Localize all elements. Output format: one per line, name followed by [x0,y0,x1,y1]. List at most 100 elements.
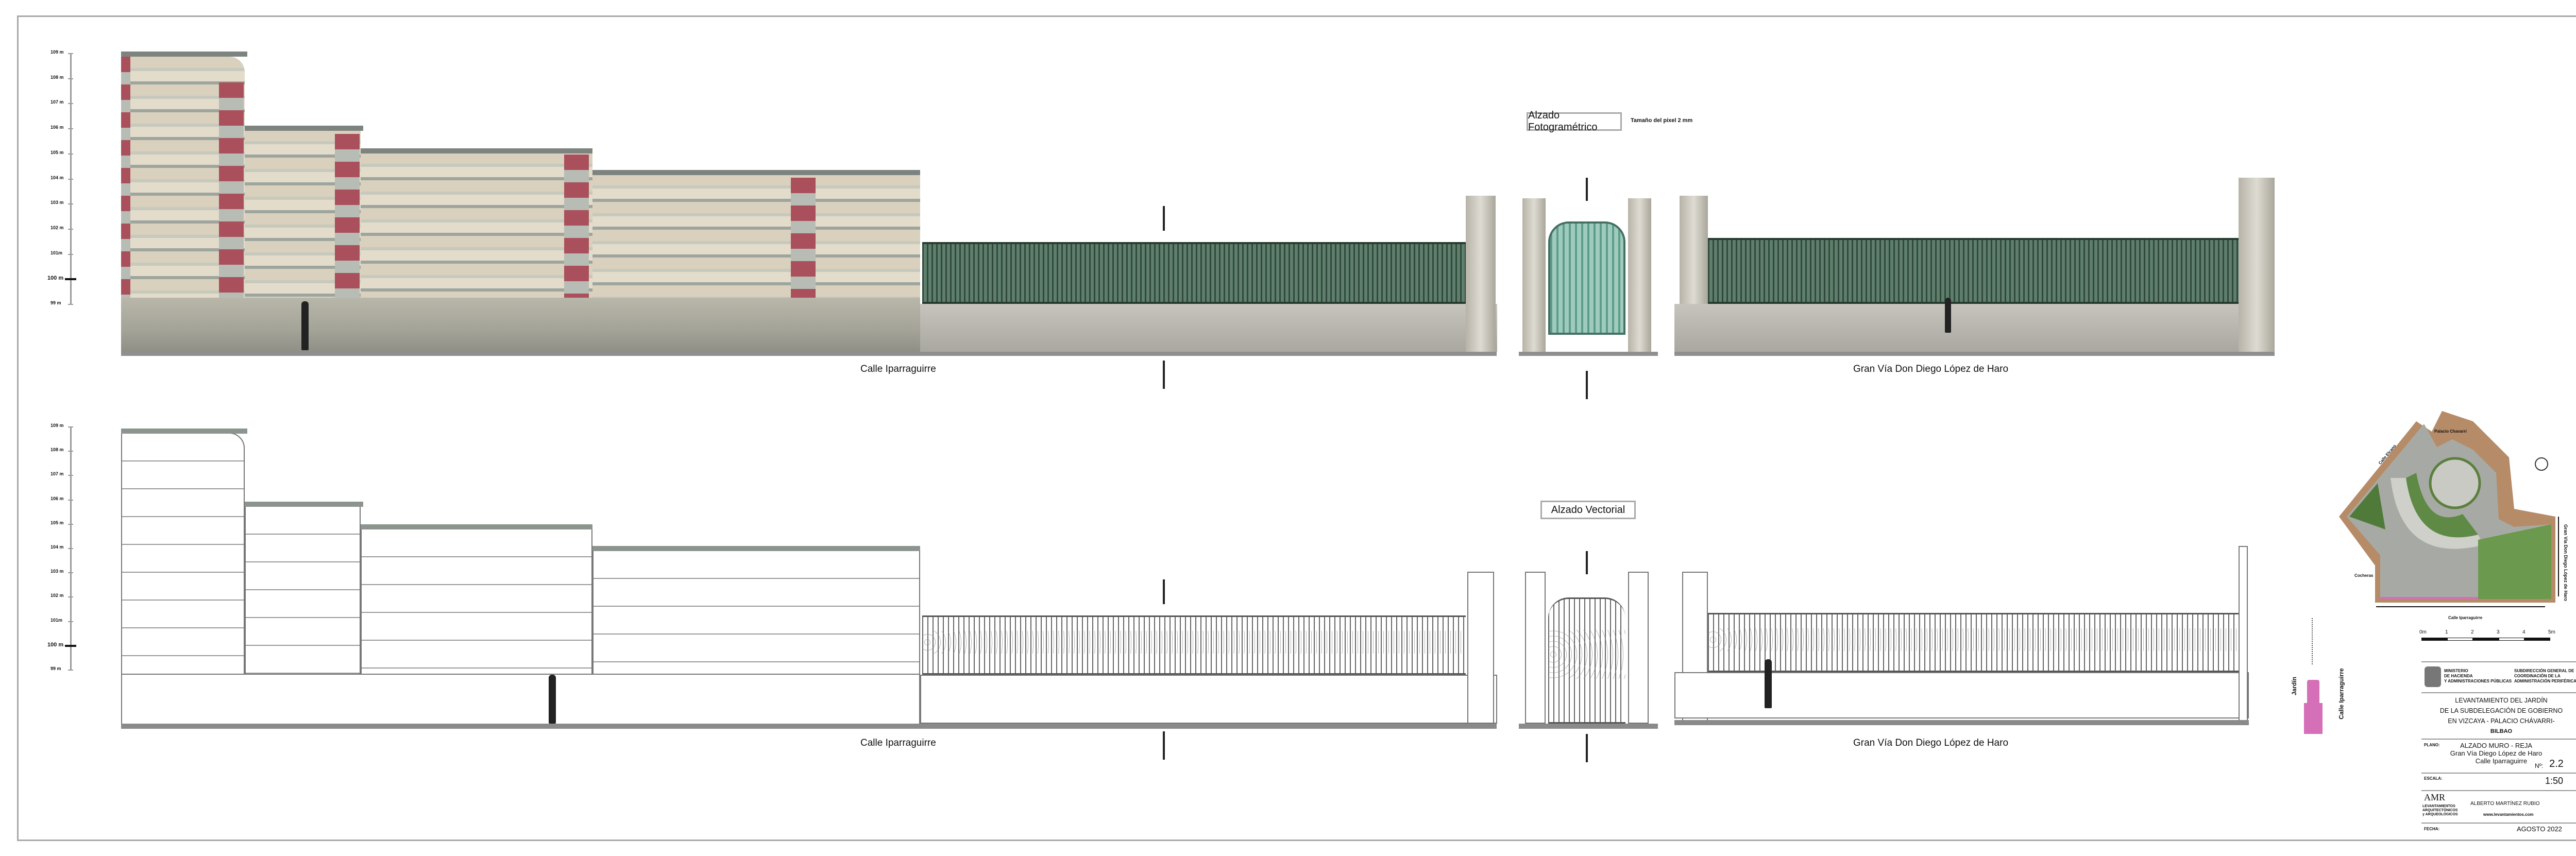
scale-bar-segment [2524,638,2550,641]
wall-section [245,506,361,675]
break-mark [1163,361,1165,389]
north-arrow-icon [2535,457,2548,471]
fence-pillar [2239,178,2275,352]
number-label: Nº: [2535,762,2544,769]
scale-tick [68,304,73,305]
wall-pier [219,82,244,299]
iron-fence [922,615,1466,675]
scale-bar-segment [2447,638,2473,641]
person-figure [1765,659,1772,708]
scale-tick [68,203,73,205]
ground-line [1519,724,1658,729]
person-figure [549,675,556,724]
scale-tick [68,253,73,255]
break-mark [1163,206,1165,231]
scale-tick-label: 105 m [50,520,64,525]
break-mark [1586,551,1588,574]
wall-pier [564,155,589,299]
scale-bar-label: 0m [2419,629,2427,635]
person-figure [1945,298,1951,333]
entrance-gate [1548,597,1625,724]
site-plan-drawing [2339,411,2559,607]
wall-section-shape [2304,703,2323,734]
scale-tick [68,103,73,105]
break-mark [1163,579,1165,604]
wall-section [592,550,920,675]
photo-title-text: Alzado Fotogramétrico [1528,110,1598,133]
wall-coping [121,52,247,57]
wall-section [361,528,592,675]
scale-bar-segment [2421,638,2447,641]
sheet-number: 2.2 [2549,758,2564,769]
scale-bar-label: 3 [2497,629,2500,635]
scale-tick-label: 109 m [50,423,64,428]
scale-tick [68,621,73,622]
vector-title-text: Alzado Vectorial [1551,504,1625,516]
plano-label: PLANO: [2424,743,2440,747]
wall-base [121,674,920,725]
scale-tick [68,475,73,476]
street-bottom-label: Calle Iparraguirre [2448,615,2483,620]
wall-coping [592,170,920,175]
scale-tick [68,53,73,54]
wall-section [592,174,920,299]
scale-tick-label: 108 m [50,447,64,453]
street-section-label: Calle Iparraguirre [2337,668,2345,720]
garden-label: Jardín [2291,676,2298,696]
garages-label: Cocheras [2354,573,2374,578]
gate-pillar [1522,198,1546,352]
website-link[interactable]: www.levantamientos.com [2483,812,2534,817]
wall-section [361,152,592,299]
entrance-gate [1548,221,1625,335]
author-name: ALBERTO MARTÍNEZ RUBIO [2470,801,2540,807]
vector-elevation-title: Alzado Vectorial [1540,501,1636,519]
scale-tick-label: 109 m [50,49,64,55]
wall-pier [121,57,130,299]
pixel-size-note: Tamaño del pixel 2 mm [1631,117,1693,124]
scale-bar-label: 2 [2471,629,2474,635]
scale-bar-segment [2473,638,2499,641]
wall-pier [335,134,360,299]
drawing-scale: 1:50 [2545,776,2564,786]
scale-bar-label: 4 [2522,629,2526,635]
scale-tick [68,572,73,574]
break-mark [1586,734,1588,762]
scale-tick [68,228,73,230]
wall-section [121,433,245,675]
fence-pillar [1467,572,1494,724]
wall-coping [121,429,247,434]
scale-bar-label: 5m [2548,629,2555,635]
scale-tick [68,499,73,501]
scale-tick [68,78,73,79]
break-mark [1163,731,1165,760]
wall-pier [791,178,816,299]
street-right-label: Gran Vía Don Diego López de Haro [2563,524,2568,602]
gate-pillar [1628,572,1649,724]
scale-tick [68,153,73,155]
street-label-right: Gran Vía Don Diego López de Haro [1853,364,2009,374]
scale-tick-label: 106 m [50,495,64,501]
street-label-left: Calle Iparraguirre [860,738,936,748]
amr-logo: AMR [2424,792,2446,802]
fence-section [2312,618,2313,664]
scale-tick-label: 107 m [50,99,64,105]
scale-tick-label: 99 m [50,666,61,671]
fence-plinth [920,675,1497,724]
scale-tick [68,548,73,549]
wall-coping [361,148,592,153]
break-mark [1586,178,1588,201]
street-label-left: Calle Iparraguirre [860,364,936,374]
iron-fence [1708,613,2239,672]
scale-tick-label: 107 m [50,471,64,477]
site-plan: Palacio Chavarri Calle Elcano Cocheras C… [2329,401,2576,627]
gate-pillar [1628,198,1651,352]
break-mark [1586,371,1588,399]
scale-tick-label: 104 m [50,544,64,550]
fence-plinth [920,304,1497,352]
scale-tick [68,670,73,671]
